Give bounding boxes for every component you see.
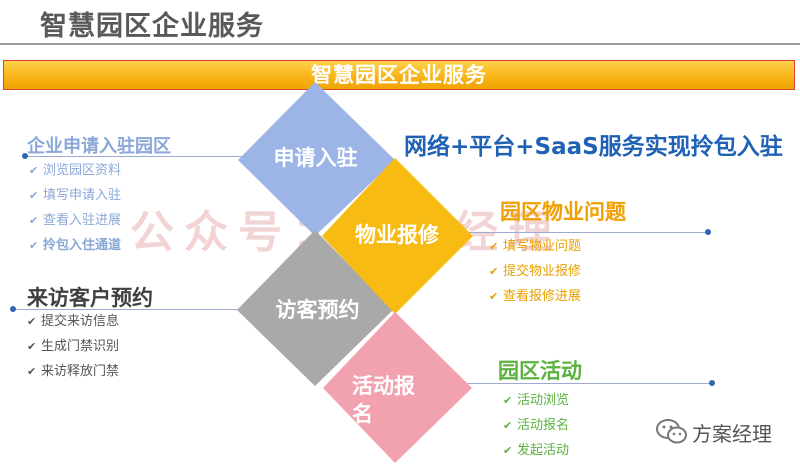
connector-property <box>412 232 708 233</box>
check-icon: ✔ <box>29 239 39 252</box>
check-icon: ✔ <box>27 315 37 328</box>
list-item-label: 发起活动 <box>517 443 570 458</box>
page-title: 智慧园区企业服务 <box>40 11 264 42</box>
list-item-label: 活动报名 <box>517 418 570 433</box>
list-item-label: 生成门禁识别 <box>41 339 120 354</box>
visitor-list: ✔ 提交来访信息 ✔ 生成门禁识别 ✔ 来访释放门禁 <box>27 309 119 384</box>
diamond-apply <box>238 82 395 236</box>
diamond-activity <box>323 312 472 463</box>
list-item: ✔ 提交来访信息 <box>27 309 119 334</box>
list-item-label: 填写物业问题 <box>503 239 582 254</box>
connector-dot-visitor <box>10 306 16 312</box>
check-icon: ✔ <box>27 365 37 378</box>
check-icon: ✔ <box>503 419 513 432</box>
connector-visitor <box>14 309 280 310</box>
check-icon: ✔ <box>489 240 499 253</box>
activity-list: ✔ 活动浏览 ✔ 活动报名 ✔ 发起活动 <box>503 388 569 463</box>
check-icon: ✔ <box>29 214 39 227</box>
activity-heading: 园区活动 <box>498 359 582 383</box>
list-item: ✔ 发起活动 <box>503 438 569 463</box>
list-item: ✔ 活动报名 <box>503 413 569 438</box>
check-icon: ✔ <box>29 164 39 177</box>
list-item: ✔ 来访释放门禁 <box>27 359 119 384</box>
diamond-label-visitor: 访客预约 <box>275 298 360 322</box>
check-icon: ✔ <box>503 394 513 407</box>
list-item: ✔ 浏览园区资料 <box>29 158 121 183</box>
list-item: ✔ 生成门禁识别 <box>27 334 119 359</box>
connector-dot-activity <box>709 380 715 386</box>
list-item-label: 活动浏览 <box>517 393 570 408</box>
list-item-label: 浏览园区资料 <box>43 163 122 178</box>
diamond-visitor <box>237 230 393 386</box>
diamond-label-activity: 活动报 名 <box>352 374 415 426</box>
list-item: ✔ 拎包入住通道 <box>29 233 121 258</box>
list-item-label: 提交来访信息 <box>41 314 120 329</box>
list-item: ✔ 活动浏览 <box>503 388 569 413</box>
list-item-label: 拎包入住通道 <box>43 238 122 253</box>
list-item: ✔ 填写物业问题 <box>489 234 581 259</box>
list-item-label: 查看报修进展 <box>503 289 582 304</box>
title-divider <box>0 43 800 45</box>
property-list: ✔ 填写物业问题 ✔ 提交物业报修 ✔ 查看报修进展 <box>489 234 581 309</box>
list-item-label: 查看入驻进展 <box>43 213 122 228</box>
logo-text: 方案经理 <box>692 422 772 446</box>
list-item-label: 填写申请入驻 <box>43 188 122 203</box>
apply-list: ✔ 浏览园区资料 ✔ 填写申请入驻 ✔ 查看入驻进展 ✔ 拎包入住通道 <box>29 158 121 258</box>
apply-heading: 企业申请入驻园区 <box>27 136 171 157</box>
check-icon: ✔ <box>27 340 37 353</box>
list-item: ✔ 查看报修进展 <box>489 284 581 309</box>
connector-activity <box>440 383 712 384</box>
tagline: 网络+平台+SaaS服务实现拎包入驻 <box>404 134 783 160</box>
list-item-label: 来访释放门禁 <box>41 364 120 379</box>
check-icon: ✔ <box>29 189 39 202</box>
property-heading: 园区物业问题 <box>500 200 626 224</box>
wechat-icon <box>656 419 687 444</box>
list-item-label: 提交物业报修 <box>503 264 582 279</box>
check-icon: ✔ <box>503 444 513 457</box>
check-icon: ✔ <box>489 290 499 303</box>
list-item: ✔ 填写申请入驻 <box>29 183 121 208</box>
banner: 智慧园区企业服务 <box>3 60 795 90</box>
check-icon: ✔ <box>489 265 499 278</box>
visitor-heading: 来访客户预约 <box>27 286 153 310</box>
connector-dot-property <box>705 229 711 235</box>
list-item: ✔ 提交物业报修 <box>489 259 581 284</box>
connector-dot-apply <box>22 153 28 159</box>
diamond-label-apply: 申请入驻 <box>273 146 358 170</box>
diamond-label-property: 物业报修 <box>355 223 439 247</box>
connector-apply <box>26 156 284 157</box>
list-item: ✔ 查看入驻进展 <box>29 208 121 233</box>
diamond-property <box>322 158 473 314</box>
